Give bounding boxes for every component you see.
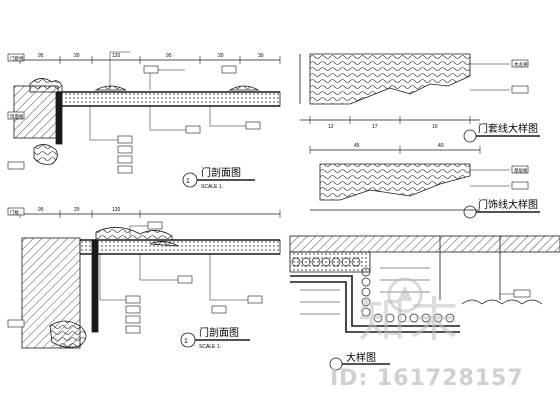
dim-casing-3: 10 — [432, 124, 438, 130]
dim-top-2: 20 — [74, 53, 80, 59]
dim-top-1: 95 — [38, 53, 44, 59]
large-detail — [289, 235, 560, 371]
tag-3: 门板 — [10, 209, 19, 216]
casing-detail-title: 门套线大样图 — [478, 122, 538, 135]
dim-top-6: 30 — [258, 53, 264, 59]
tag-4: 木龙骨 — [514, 61, 528, 68]
door-trim-detail — [309, 146, 540, 219]
dim-casing-2: 17 — [372, 124, 378, 130]
dim-trim-1: 45 — [354, 143, 360, 149]
bottom-section-title: 门剖面图 — [199, 326, 239, 339]
door-casing-detail — [299, 53, 540, 143]
dim-bottom-3: 120 — [112, 207, 121, 213]
top-section-title: 门剖面图 — [201, 166, 241, 179]
watermark-id: ID: 161728157 — [330, 366, 524, 391]
tag-1: 门套线 — [10, 55, 24, 62]
dim-top-3: 120 — [112, 53, 121, 59]
top-section-number: 1 — [186, 178, 190, 185]
bottom-section-number: 1 — [184, 338, 188, 345]
tag-5: 基层板 — [514, 167, 528, 174]
watermark-brand: 知末 — [358, 292, 463, 348]
bottom-section-scale: SCALE 1: — [199, 344, 221, 350]
dim-trim-2: 40 — [438, 143, 444, 149]
top-section-scale: SCALE 1: — [201, 184, 223, 190]
dim-top-5: 20 — [218, 53, 224, 59]
dim-top-4: 90 — [166, 53, 172, 59]
dim-bottom-2: 20 — [74, 207, 80, 213]
dim-bottom-1: 95 — [38, 207, 44, 213]
trim-detail-title: 门饰线大样图 — [478, 198, 538, 211]
large-detail-title: 大样图 — [346, 351, 376, 364]
dim-casing-1: 12 — [328, 124, 334, 130]
tag-2: 饰面板 — [10, 113, 24, 120]
watermark-logo-icon — [387, 277, 423, 313]
door-section-bottom — [7, 207, 281, 349]
door-section-top — [7, 51, 281, 188]
